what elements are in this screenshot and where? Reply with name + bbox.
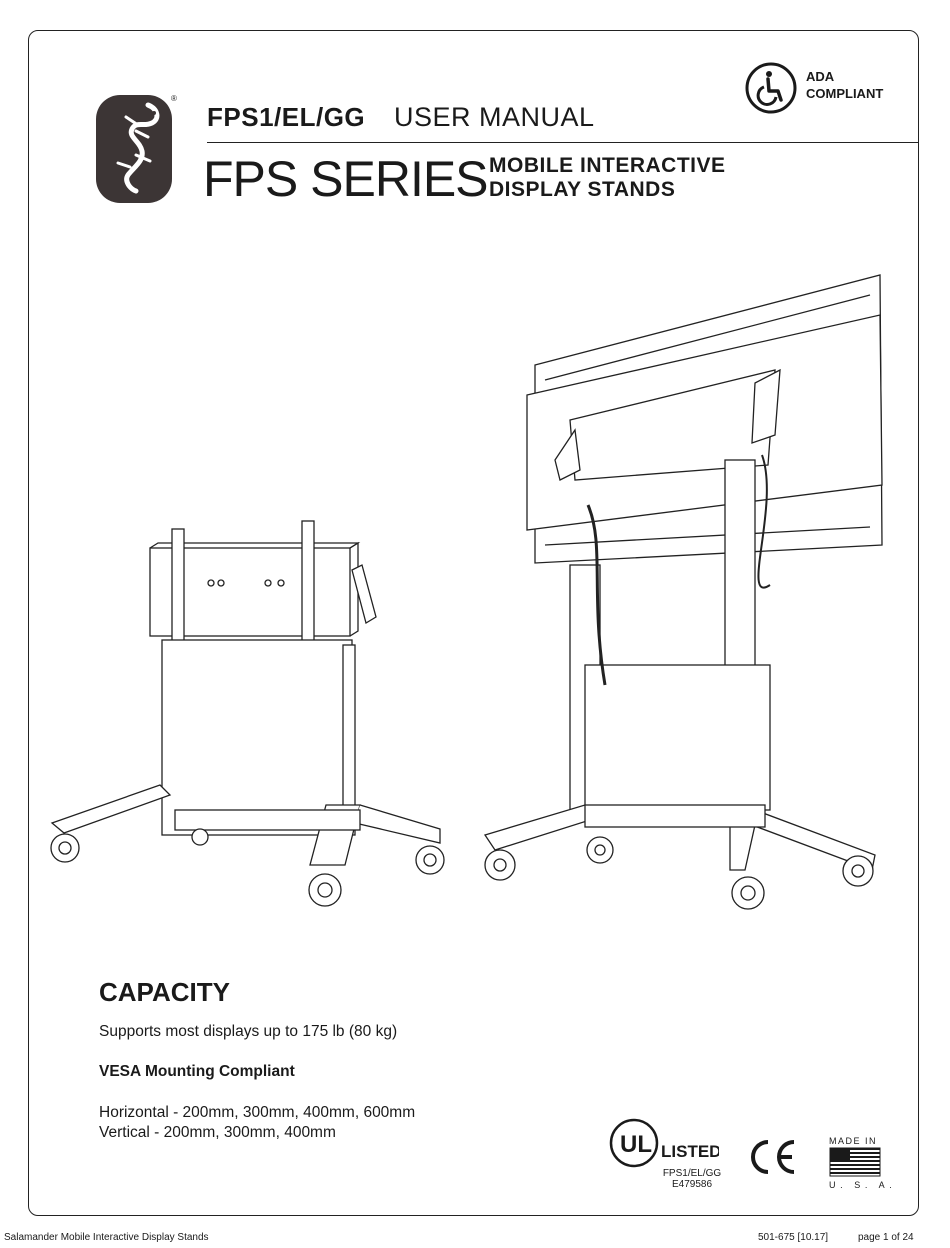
ul-listed-icon: UL LISTED — [609, 1118, 719, 1168]
ul-model-info: FPS1/EL/GG E479586 — [652, 1168, 732, 1190]
stand-large-drawing — [483, 274, 883, 910]
footer-doc-code: 501-675 [10.17] — [758, 1232, 829, 1243]
subtitle-line-1: MOBILE INTERACTIVE — [489, 154, 726, 177]
vesa-vertical: Vertical - 200mm, 300mm, 400mm — [99, 1124, 336, 1141]
ul-model: FPS1/EL/GG — [662, 1168, 722, 1179]
page-frame — [28, 30, 919, 1216]
ada-line-1: ADA — [806, 69, 835, 84]
manual-label: USER MANUAL — [394, 102, 595, 132]
capacity-text: Supports most displays up to 175 lb (80 … — [99, 1023, 398, 1040]
us-flag-icon — [829, 1147, 881, 1177]
footer-page-number: page 1 of 24 — [858, 1232, 914, 1243]
salamander-logo-icon — [96, 95, 172, 203]
capacity-heading: CAPACITY — [99, 977, 230, 1007]
stand-small-drawing — [50, 520, 445, 907]
ada-line-2: COMPLIANT — [806, 86, 884, 101]
product-illustration — [50, 274, 883, 910]
series-subtitle: MOBILE INTERACTIVE DISPLAY STANDS — [489, 154, 726, 202]
vesa-heading: VESA Mounting Compliant — [99, 1063, 295, 1080]
ada-compliant-label: ADA COMPLIANT — [806, 68, 883, 102]
vesa-dimensions: Horizontal - 200mm, 300mm, 400mm, 600mm … — [99, 1103, 415, 1143]
ul-number: E479586 — [671, 1179, 713, 1190]
svg-text:UL: UL — [620, 1131, 652, 1158]
usa-label: U. S. A. — [829, 1180, 897, 1190]
made-in-label: MADE IN — [829, 1136, 878, 1146]
header-divider — [207, 142, 919, 143]
ul-listed-text: LISTED — [661, 1142, 719, 1161]
registered-mark: ® — [171, 94, 177, 103]
ce-mark-icon — [751, 1140, 795, 1174]
subtitle-line-2: DISPLAY STANDS — [489, 178, 676, 201]
model-number: FPS1/EL/GG — [207, 102, 366, 132]
vesa-horizontal: Horizontal - 200mm, 300mm, 400mm, 600mm — [99, 1104, 416, 1121]
series-title: FPS SERIES — [203, 151, 489, 207]
wheelchair-icon — [745, 62, 797, 114]
footer-title: Salamander Mobile Interactive Display St… — [4, 1232, 209, 1243]
